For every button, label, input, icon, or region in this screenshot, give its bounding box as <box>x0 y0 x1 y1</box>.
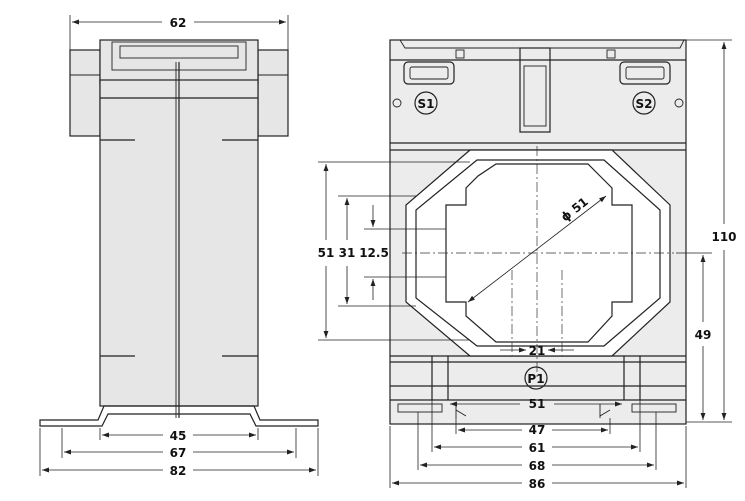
dim-window-51: 51 <box>318 246 335 260</box>
dim-window-12-5: 12.5 <box>359 246 389 260</box>
front-view: S1 S2 P1 ϕ 51 <box>318 39 737 491</box>
side-view: 62 45 67 82 <box>39 15 319 478</box>
dim-side-foot-45: 45 <box>170 429 187 443</box>
terminal-slot-s2 <box>619 61 671 85</box>
terminal-marker-s2 <box>632 91 656 115</box>
dim-window-31: 31 <box>339 246 356 260</box>
dim-side-top-width: 62 <box>170 16 187 30</box>
side-foot-plate <box>39 405 319 427</box>
terminal-marker-p1 <box>524 366 548 390</box>
terminal-label-s2: S2 <box>636 97 653 111</box>
dim-foot-68: 68 <box>529 459 546 473</box>
diameter-leader <box>467 195 607 303</box>
terminal-label-s1: S1 <box>418 97 435 111</box>
side-terminal-left <box>69 49 101 137</box>
dim-side-foot-82: 82 <box>170 464 187 478</box>
side-terminal-right <box>257 49 289 137</box>
dim-width-86: 86 <box>529 477 546 491</box>
dim-foot-61: 61 <box>529 441 546 455</box>
terminal-slot-s1 <box>403 61 455 85</box>
terminal-label-p1: P1 <box>527 372 544 386</box>
dim-foot-47: 47 <box>529 423 546 437</box>
front-center-clip <box>519 47 551 133</box>
dim-side-foot-67: 67 <box>170 446 187 460</box>
dim-slot-21: 21 <box>529 344 546 358</box>
terminal-marker-s1 <box>414 91 438 115</box>
dim-bar-51: 51 <box>529 397 546 411</box>
window-octagon-inner <box>415 159 661 347</box>
dim-height-110: 110 <box>711 230 736 244</box>
dim-height-49: 49 <box>695 328 712 342</box>
